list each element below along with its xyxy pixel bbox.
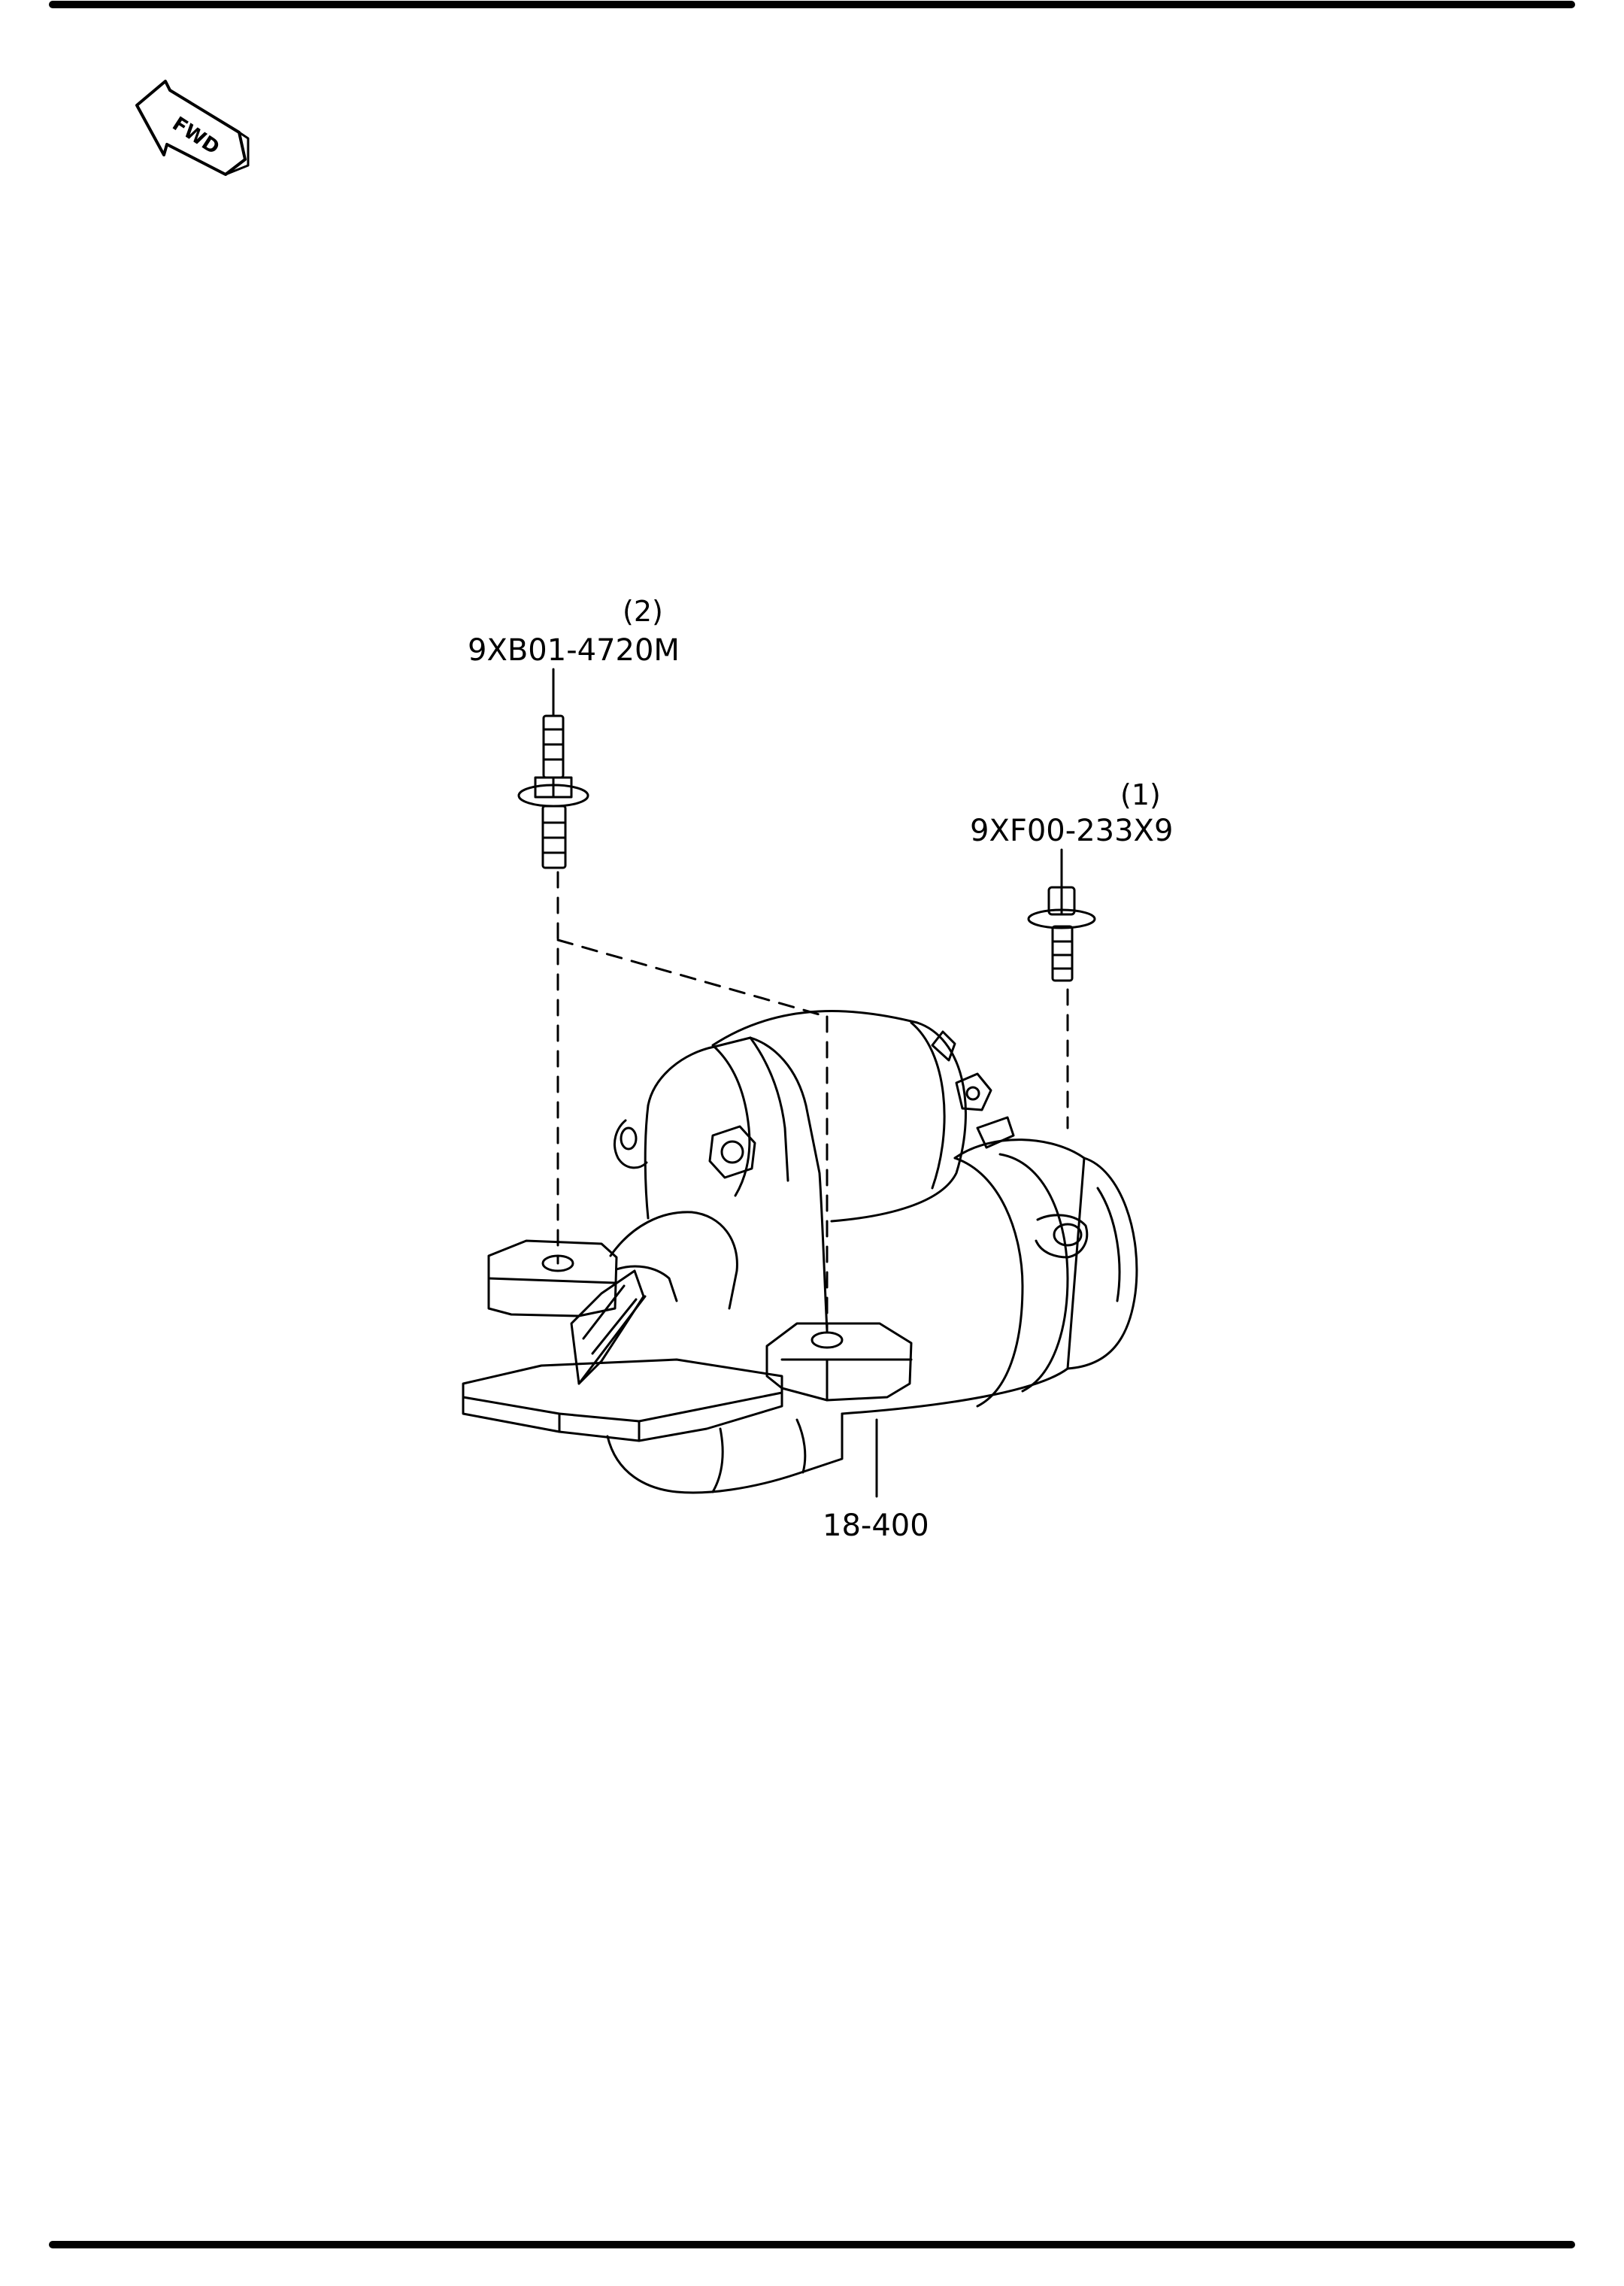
bolt-part-number: 9XF00-233X9	[970, 814, 1173, 848]
starter-motor-icon	[462, 1010, 1138, 1494]
forward-arrow-icon: FWD	[135, 80, 250, 176]
installation-guide-lines	[556, 871, 1069, 1332]
stud-quantity-label: (2)	[623, 595, 663, 628]
stud-bolt-icon	[517, 714, 589, 869]
fwd-label: FWD	[168, 113, 223, 159]
motor-part-number: 18-400	[823, 1508, 929, 1543]
flange-bolt-icon	[1027, 886, 1096, 982]
bolt-quantity-label: (1)	[1120, 778, 1161, 811]
stud-part-number: 9XB01-4720M	[468, 633, 680, 668]
